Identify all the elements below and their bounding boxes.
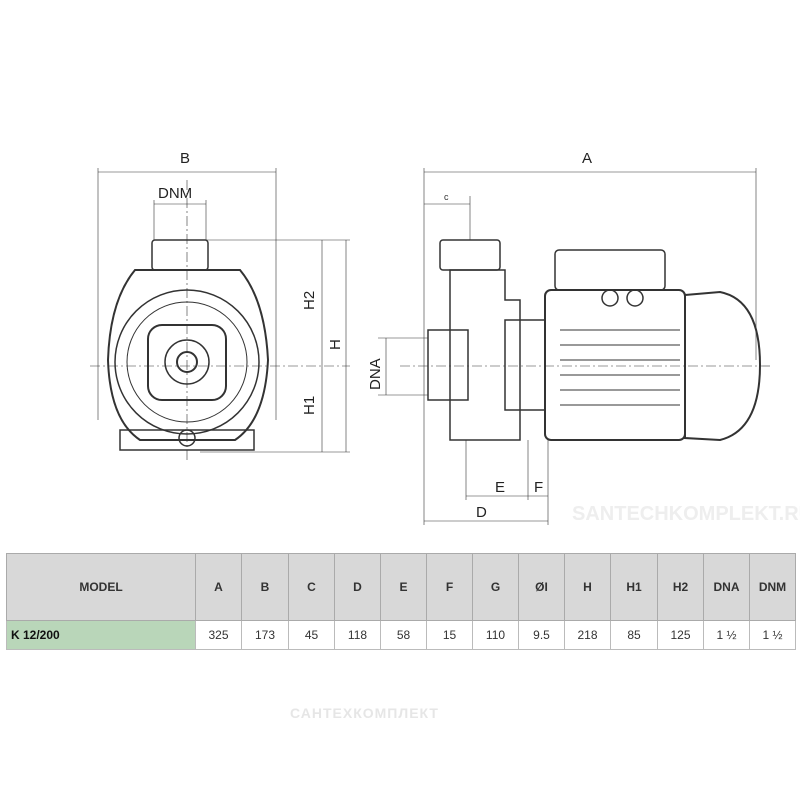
- header-oi: ØI: [518, 553, 565, 621]
- cell-e: 58: [380, 620, 427, 650]
- cell-h1: 85: [610, 620, 658, 650]
- label-h2: H2: [301, 291, 318, 310]
- cell-c: 45: [288, 620, 335, 650]
- header-f: F: [426, 553, 473, 621]
- pump-dimension-drawing: B DNM H2 H H1 A c: [90, 150, 800, 525]
- header-g: G: [472, 553, 519, 621]
- header-a: A: [195, 553, 242, 621]
- header-c: C: [288, 553, 335, 621]
- cell-h: 218: [564, 620, 611, 650]
- header-e: E: [380, 553, 427, 621]
- label-f: F: [534, 479, 543, 496]
- label-c: c: [444, 192, 449, 202]
- table-header-row: MODEL A B C D E F G ØI H H1 H2 DNA DNM: [6, 553, 796, 621]
- cell-g: 110: [472, 620, 519, 650]
- label-dnm: DNM: [158, 185, 192, 202]
- cell-dnm: 1 ½: [749, 620, 796, 650]
- header-d: D: [334, 553, 381, 621]
- cell-oi: 9.5: [518, 620, 565, 650]
- header-h1: H1: [610, 553, 658, 621]
- label-a: A: [582, 150, 592, 167]
- table-row: K 12/200 325 173 45 118 58 15 110 9.5 21…: [6, 620, 796, 650]
- header-dna: DNA: [703, 553, 750, 621]
- header-b: B: [241, 553, 289, 621]
- bottom-watermark: САНТЕХКОМПЛЕКТ: [290, 705, 439, 721]
- label-h: H: [327, 339, 344, 350]
- label-dna: DNA: [367, 358, 384, 390]
- cell-a: 325: [195, 620, 242, 650]
- cell-f: 15: [426, 620, 473, 650]
- cell-model: K 12/200: [6, 620, 196, 650]
- side-view: A c DNA E F D: [367, 150, 770, 525]
- label-d: D: [476, 504, 487, 521]
- label-b: B: [180, 150, 190, 167]
- diagonal-watermark: SANTECHKOMPLEKT.RU: [572, 503, 800, 525]
- label-e: E: [495, 479, 505, 496]
- header-h: H: [564, 553, 611, 621]
- header-h2: H2: [657, 553, 704, 621]
- cell-b: 173: [241, 620, 289, 650]
- front-view: B DNM H2 H H1: [90, 150, 350, 460]
- header-model: MODEL: [6, 553, 196, 621]
- header-dnm: DNM: [749, 553, 796, 621]
- cell-d: 118: [334, 620, 381, 650]
- label-h1: H1: [301, 396, 318, 415]
- cell-h2: 125: [657, 620, 704, 650]
- dimensions-table: MODEL A B C D E F G ØI H H1 H2 DNA DNM K…: [6, 553, 796, 650]
- cell-dna: 1 ½: [703, 620, 750, 650]
